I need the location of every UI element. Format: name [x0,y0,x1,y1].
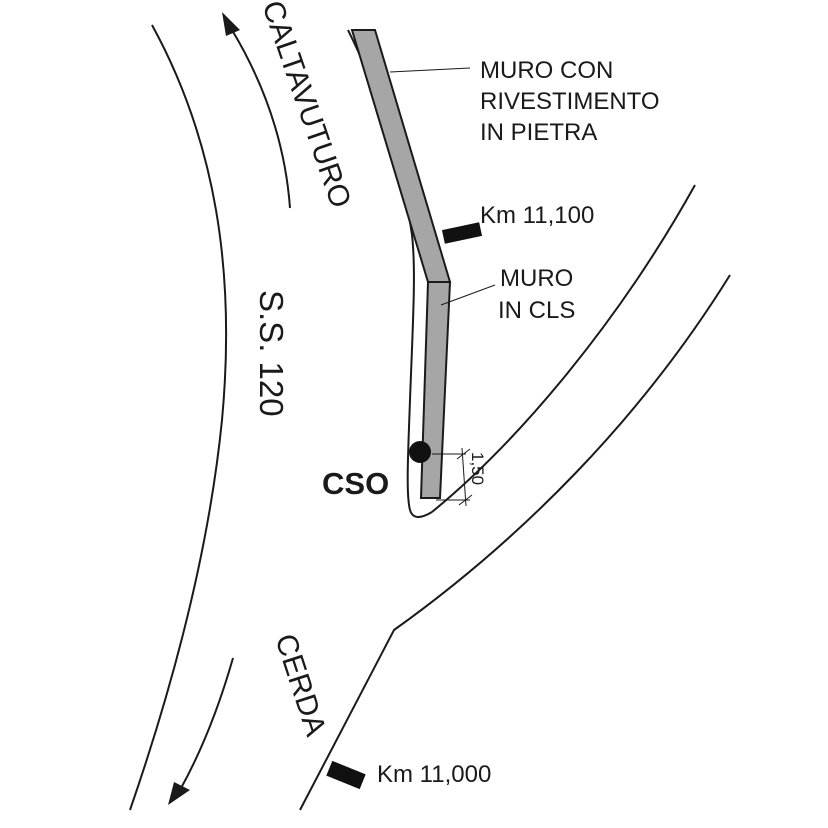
wall-stone-cladding [350,29,452,283]
leader-wall-stone [389,67,471,73]
arrow-cerda-icon [168,657,234,805]
wall-concrete [419,281,452,499]
km-marker-lower [326,760,366,790]
road-branch-outer-edge [299,274,731,811]
point-label-cso: CSO [322,466,389,501]
leader-wall-concrete [440,284,496,306]
cso-point [409,441,431,463]
km-label-lower: Km 11,000 [377,761,491,788]
direction-label-caltavuturo: CALTAVUTURO [255,0,357,212]
arrow-caltavuturo-icon [222,12,291,209]
dimension-marker [432,447,473,507]
road-left-edge [129,24,228,811]
km-marker-upper [441,222,483,244]
direction-label-cerda: CERDA [268,630,332,740]
dimension-label: 1,50 [468,452,487,485]
wall-stone-label: MURO CON RIVESTIMENTO IN PIETRA [480,57,666,146]
road-name-label: S.S. 120 [253,290,290,417]
wall-concrete-label: MURO IN CLS [498,265,580,324]
km-label-upper: Km 11,100 [480,202,594,229]
road-branch-inner-edge [431,184,696,513]
